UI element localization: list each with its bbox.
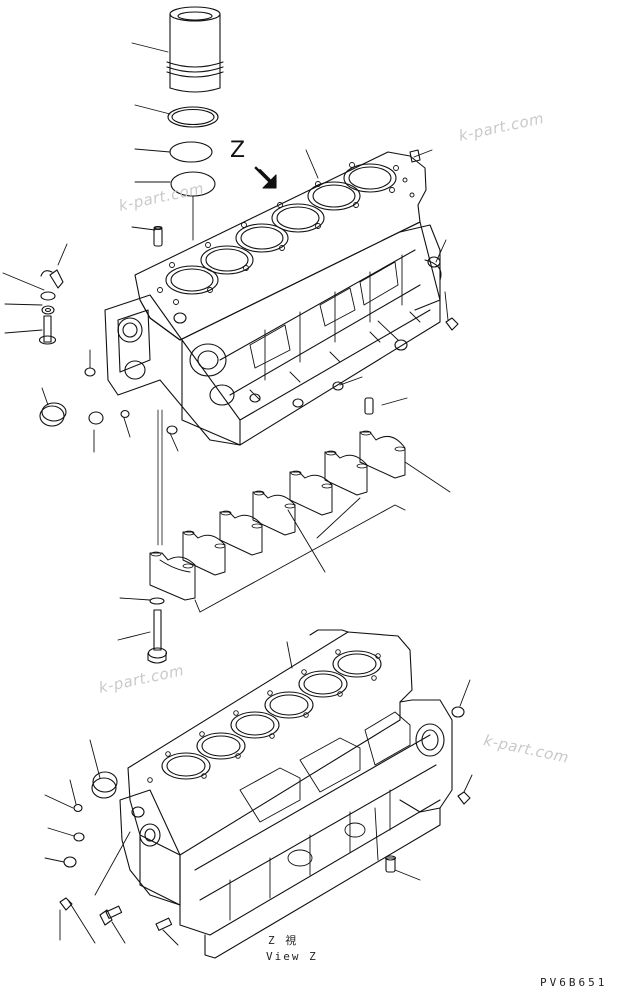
main-bearing-caps bbox=[149, 430, 406, 613]
view-marker-z: Z bbox=[230, 138, 246, 163]
cylinder-block-upper bbox=[104, 149, 459, 446]
cap-bolt-and-washer bbox=[117, 597, 168, 664]
leader-lines-lower bbox=[44, 641, 473, 946]
drawing-code: PV6B651 bbox=[540, 976, 608, 989]
small-parts-lower bbox=[59, 706, 471, 931]
leader-lines-top bbox=[2, 42, 451, 573]
seal-ring-2 bbox=[169, 141, 213, 163]
cylinder-liner bbox=[166, 6, 224, 93]
view-direction-arrow bbox=[254, 166, 277, 189]
cylinder-block-lower bbox=[119, 629, 453, 959]
seal-ring-1 bbox=[167, 106, 219, 128]
view-caption-en: View Z bbox=[266, 950, 318, 963]
small-parts-left bbox=[38, 269, 178, 435]
dowel-pin bbox=[153, 225, 163, 247]
view-caption-jp: Z 視 bbox=[268, 934, 299, 947]
